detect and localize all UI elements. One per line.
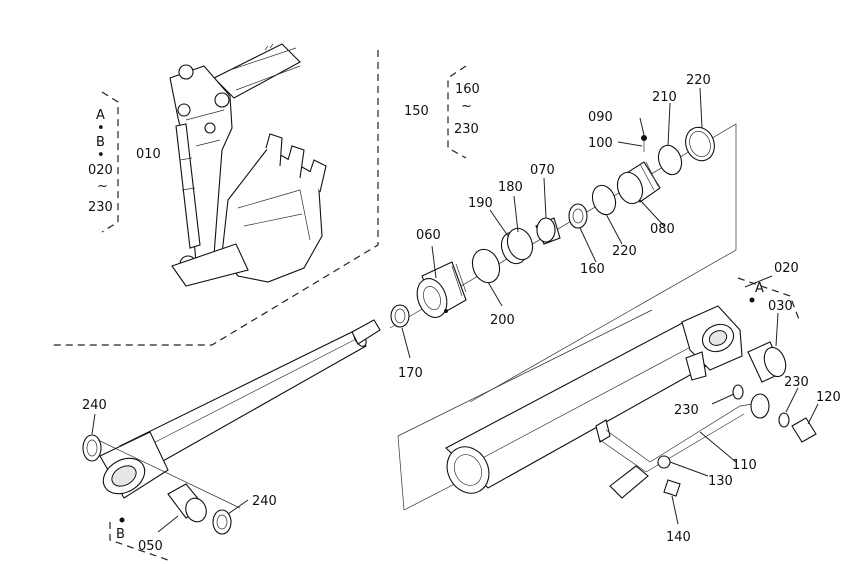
part-180: 180 bbox=[498, 180, 523, 195]
group-label-a-b-020-230: A • B • 020 ~ 230 bbox=[88, 108, 113, 215]
group-label-a: A bbox=[96, 108, 105, 123]
part-210: 210 bbox=[652, 90, 677, 105]
piston-rod-assembly bbox=[82, 319, 381, 535]
part-number-labels: 010 150 220 210 090 100 070 180 190 060 … bbox=[82, 73, 841, 554]
leader-lines bbox=[91, 87, 819, 533]
group-label-tilde1: ~ bbox=[97, 179, 108, 194]
part-190: 190 bbox=[468, 196, 493, 211]
group-label-sep2: • bbox=[97, 148, 105, 163]
gland-seal-parts bbox=[389, 123, 737, 403]
group-label-150-160-230: 160 ~ 230 bbox=[454, 82, 480, 137]
part-120: 120 bbox=[816, 390, 841, 405]
part-160: 160 bbox=[580, 262, 605, 277]
part-100: 100 bbox=[588, 136, 613, 151]
group-label-sep1: • bbox=[97, 121, 105, 136]
part-220a: 220 bbox=[686, 73, 711, 88]
part-050: 050 bbox=[138, 539, 163, 554]
connection-markers: A B bbox=[116, 281, 764, 542]
part-070: 070 bbox=[530, 163, 555, 178]
part-200: 200 bbox=[490, 313, 515, 328]
part-140: 140 bbox=[666, 530, 691, 545]
marker-a: A bbox=[755, 281, 764, 296]
section-boundary-lines bbox=[52, 50, 801, 561]
part-010: 010 bbox=[136, 147, 161, 162]
group-label-230b: 230 bbox=[454, 122, 479, 137]
group-label-160: 160 bbox=[455, 82, 480, 97]
boom-bucket-assembly bbox=[169, 43, 327, 287]
part-230a: 230 bbox=[784, 375, 809, 390]
group-label-230: 230 bbox=[88, 200, 113, 215]
group-label-b: B bbox=[96, 135, 105, 150]
part-150: 150 bbox=[404, 104, 429, 119]
part-230b: 230 bbox=[674, 403, 699, 418]
part-240b: 240 bbox=[252, 494, 277, 509]
part-220b: 220 bbox=[612, 244, 637, 259]
marker-b-dot bbox=[119, 517, 125, 523]
part-110: 110 bbox=[732, 458, 757, 473]
group-label-020: 020 bbox=[88, 163, 113, 178]
part-090: 090 bbox=[588, 110, 613, 125]
part-130: 130 bbox=[708, 474, 733, 489]
marker-b: B bbox=[116, 527, 125, 542]
group-label-tilde2: ~ bbox=[461, 99, 472, 114]
part-020: 020 bbox=[774, 261, 799, 276]
cylinder-tube-assembly bbox=[397, 297, 817, 511]
part-030: 030 bbox=[768, 299, 793, 314]
part-170: 170 bbox=[398, 366, 423, 381]
part-060: 060 bbox=[416, 228, 441, 243]
part-240a: 240 bbox=[82, 398, 107, 413]
part-080: 080 bbox=[650, 222, 675, 237]
